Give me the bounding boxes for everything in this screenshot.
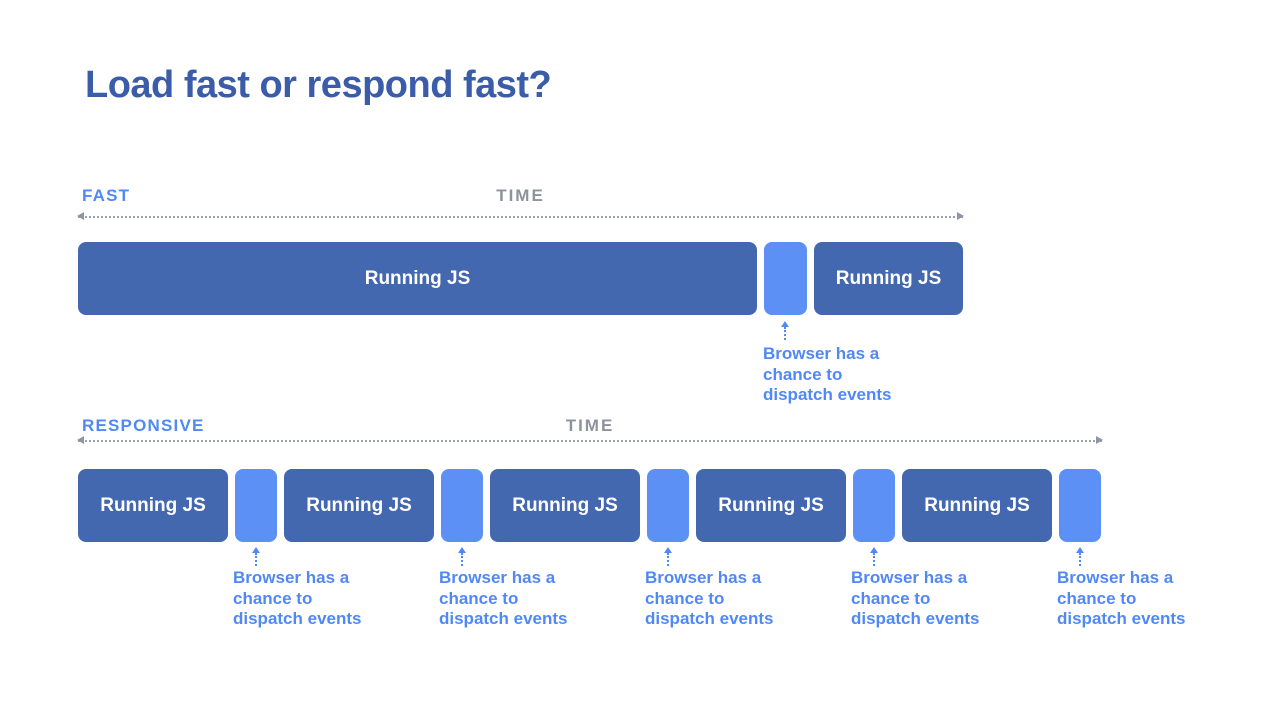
up-arrow-icon (1076, 547, 1084, 566)
browser-gap-block (1059, 469, 1101, 542)
running-js-label: Running JS (306, 494, 412, 516)
running-js-block: Running JS (902, 469, 1052, 542)
axis-arrow-right-icon (1096, 436, 1103, 444)
up-arrow-icon (458, 547, 466, 566)
axis-arrow-left-icon (77, 212, 84, 220)
browser-gap-block (235, 469, 277, 542)
running-js-block: Running JS (490, 469, 640, 542)
running-js-label: Running JS (924, 494, 1030, 516)
running-js-label: Running JS (835, 267, 942, 289)
running-js-label: Running JS (364, 267, 471, 289)
running-js-block: Running JS (284, 469, 434, 542)
fast-caption: Browser has a chance to dispatch events (763, 344, 892, 404)
fast-time-axis (77, 212, 964, 220)
responsive-caption: Browser has a chance to dispatch events (645, 568, 774, 628)
responsive-caption: Browser has a chance to dispatch events (1057, 568, 1186, 628)
running-js-block: Running JS (78, 469, 228, 542)
axis-arrow-left-icon (77, 436, 84, 444)
up-arrow-icon (870, 547, 878, 566)
running-js-block: Running JS (78, 242, 757, 315)
responsive-timeline-label: RESPONSIVE (82, 416, 205, 435)
up-arrow-icon (664, 547, 672, 566)
running-js-label: Running JS (718, 494, 824, 516)
fast-blocks-row: Running JS Running JS (78, 242, 963, 315)
responsive-time-axis (77, 436, 1103, 444)
responsive-caption: Browser has a chance to dispatch events (439, 568, 568, 628)
browser-gap-block (853, 469, 895, 542)
running-js-label: Running JS (512, 494, 618, 516)
responsive-blocks-row: Running JS Running JS Running JS Running… (78, 469, 1101, 542)
fast-time-label: TIME (496, 186, 545, 205)
browser-gap-block (647, 469, 689, 542)
browser-gap-block (441, 469, 483, 542)
axis-arrow-right-icon (957, 212, 964, 220)
responsive-caption: Browser has a chance to dispatch events (851, 568, 980, 628)
slide-title: Load fast or respond fast? (85, 64, 552, 106)
fast-timeline-label: FAST (82, 186, 131, 205)
browser-gap-block (764, 242, 807, 315)
running-js-block: Running JS (696, 469, 846, 542)
running-js-label: Running JS (100, 494, 206, 516)
responsive-time-label: TIME (565, 416, 615, 435)
up-arrow-icon (252, 547, 260, 566)
up-arrow-icon (781, 321, 789, 340)
running-js-block: Running JS (814, 242, 963, 315)
responsive-caption: Browser has a chance to dispatch events (233, 568, 362, 628)
